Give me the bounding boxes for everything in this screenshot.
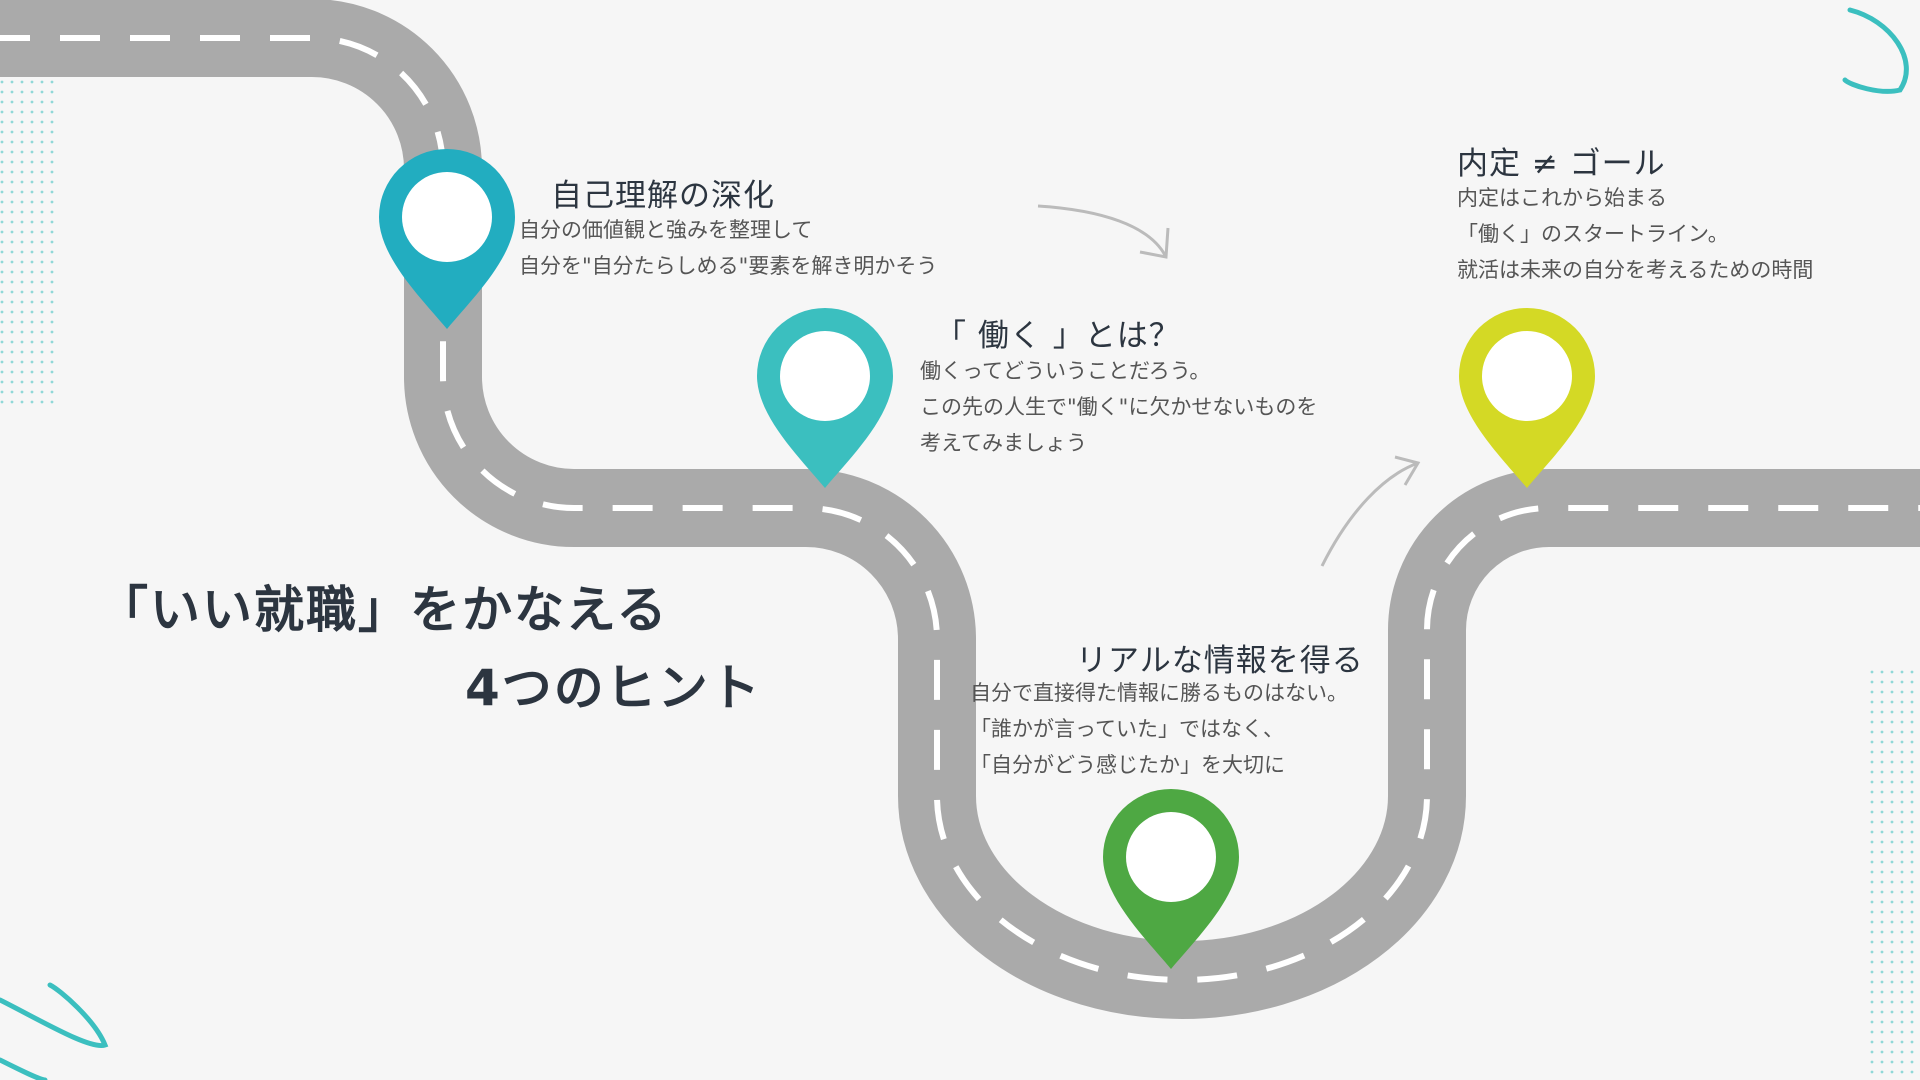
hint-line: 内定はこれから始まる [1457,186,1667,210]
hint-3-body: 自分で直接得た情報に勝るものはない。 「誰かが言っていた」ではなく、 「自分がど… [970,675,1348,783]
hint-2-body: 働くってどういうことだろう。 この先の人生で"働く"に欠かせないものを 考えてみ… [920,353,1317,461]
hint-1-title: 自己理解の深化 [551,178,775,214]
hint-4-body: 内定はこれから始まる 「働く」のスタートライン。 就活は未来の自分を考えるための… [1457,180,1813,288]
hint-4-title: 内定 ≠ ゴール [1457,146,1666,182]
squiggle-decoration [0,982,109,1080]
dot-pattern [0,80,55,410]
map-pin-hole [1126,812,1216,902]
hint-line: 就活は未来の自分を考えるための時間 [1457,258,1814,282]
dot-pattern [1865,670,1920,1080]
hint-line: この先の人生で"働く"に欠かせないものを [920,395,1318,419]
map-pin-hole [1482,331,1572,421]
hint-line: 「自分がどう感じたか」を大切に [970,753,1285,777]
arrow-icon [1037,204,1170,259]
hint-line: 自分の価値観と強みを整理して [519,218,813,242]
arrow-icon [1320,455,1421,567]
hint-line: 考えてみましょう [920,431,1087,455]
hint-1-body: 自分の価値観と強みを整理して 自分を"自分たらしめる"要素を解き明かそう [519,212,937,284]
road-center-line [0,35,1920,983]
hint-line: 自分を"自分たらしめる"要素を解き明かそう [519,254,938,278]
road [0,0,1920,1019]
squiggle-decoration [1842,7,1909,94]
hint-line: 働くってどういうことだろう。 [920,359,1211,383]
hint-2-title: 「 働く 」とは？ [935,318,1181,354]
hint-line: 自分で直接得た情報に勝るものはない。 [970,681,1348,705]
map-pin-hole [402,172,492,262]
hint-3-title: リアルな情報を得る [1076,643,1364,679]
map-pin-hole [780,331,870,421]
hint-line: 「働く」のスタートライン。 [1457,222,1729,246]
main-heading-line1: 「いい就職」をかなえる [98,581,669,639]
hint-line: 「誰かが言っていた」ではなく、 [970,717,1284,741]
main-heading-line2: 4つのヒント [465,659,762,717]
